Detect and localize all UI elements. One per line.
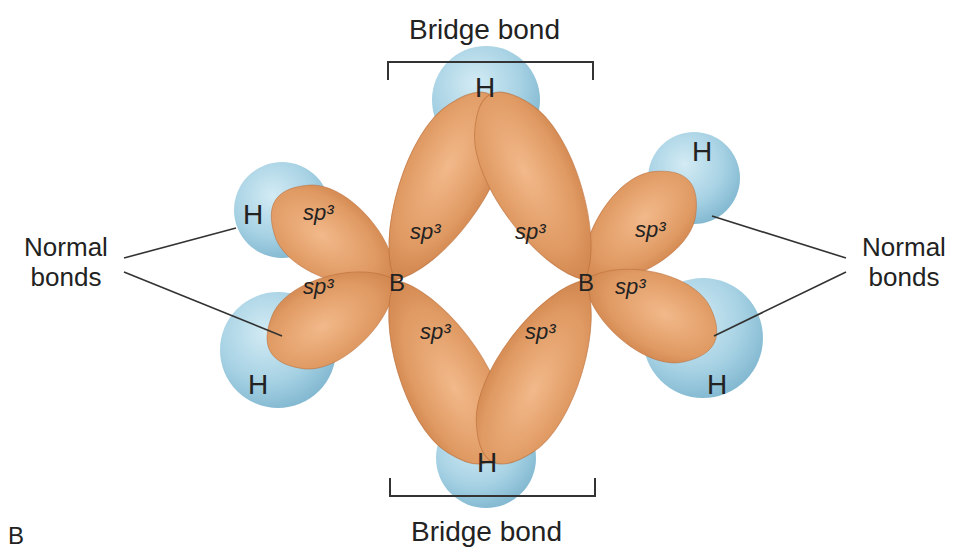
bracket-label: Bridge bond (411, 516, 562, 548)
callout-label: Normal bonds (7, 233, 125, 293)
leader-lines (124, 216, 846, 336)
orbital-lobe (454, 260, 624, 481)
atom-symbol: B (389, 269, 405, 297)
leader-line (712, 216, 846, 258)
callout-label: Normal bonds (845, 233, 963, 293)
atom-symbol: H (248, 369, 268, 401)
atom-symbol: H (477, 447, 497, 479)
atom-symbol: H (475, 72, 495, 104)
atom-symbol: H (243, 199, 263, 231)
atom-symbol: H (692, 136, 712, 168)
orbital-label: sp³ (420, 319, 451, 344)
atom-symbol: H (707, 369, 727, 401)
orbital-lobe (567, 243, 732, 380)
orbital-label: sp³ (303, 274, 334, 299)
orbital-lobe (452, 75, 624, 300)
leader-line (124, 272, 282, 336)
leader-line (124, 228, 236, 258)
orbital-label: sp³ (615, 274, 646, 299)
leader-line (714, 272, 846, 336)
bracket (390, 478, 595, 496)
hydrogen-spheres (220, 46, 763, 508)
orbital-label: sp³ (525, 319, 556, 344)
panel-letter: B (8, 522, 24, 550)
atom-symbol: B (578, 269, 594, 297)
bracket-label: Bridge bond (409, 14, 560, 46)
orbital-label: sp³ (635, 217, 666, 242)
orbital-label: sp³ (410, 219, 441, 244)
orbital-label: sp³ (515, 219, 546, 244)
sp3-orbital-lobes (250, 75, 732, 482)
orbital-label: sp³ (303, 200, 334, 225)
